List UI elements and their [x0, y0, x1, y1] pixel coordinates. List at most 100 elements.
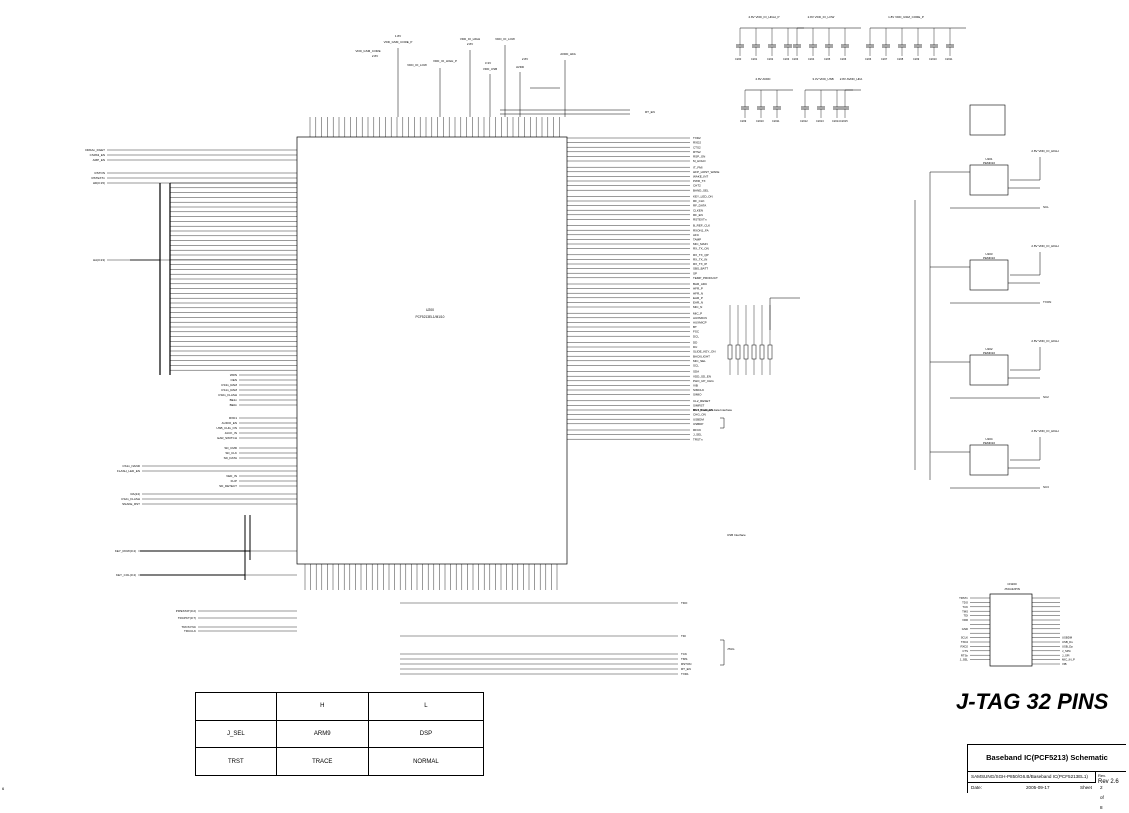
net-label: RT_EN [645, 110, 655, 114]
component-outline [969, 164, 1009, 196]
power-rail-label: 2.8V [372, 54, 378, 58]
right-net-label: B_REF_CLK [693, 224, 710, 228]
right-net-label: RSTEXTn [693, 218, 707, 222]
right-net-label: HFR_N [693, 291, 703, 295]
chip-part: PCF5213EL1/M1/10 [416, 315, 445, 319]
component-outline [969, 259, 1009, 291]
power-rail-label: 3.3V [485, 61, 491, 65]
right-net-label: VDD_SD_EN [693, 374, 711, 378]
component-outline [296, 136, 568, 565]
connector-pin-label: TXD2 [961, 640, 969, 644]
component-outline [767, 344, 773, 360]
transistor-ref: U204 [985, 437, 993, 441]
cap-ref: C206 [865, 57, 872, 61]
transistor-net: TXON [1043, 300, 1051, 304]
right-net-label: BAR_ADC [693, 282, 708, 286]
transistor-rail: 2.8V VDD_IO_HIGH [1031, 429, 1058, 433]
right-net-label: MIC_MAIN [693, 242, 708, 246]
cap-ref: C200 [735, 57, 742, 61]
left-net-label: AMP_EN [93, 158, 105, 162]
component-outline [727, 344, 733, 360]
right-net-label: SIMCLK [693, 388, 704, 392]
jtag-net-label: TDI [681, 634, 686, 638]
right-net-label: RST_CAM_EN [693, 408, 713, 412]
sheet-label: Sheet [1080, 785, 1093, 790]
right-net-label: SLIDE_KEY_ON [693, 350, 716, 354]
connector-pin-label: GND [962, 627, 968, 631]
left-net-label: RXD1 [229, 416, 237, 420]
left-net-label: TRCSYNC [181, 625, 196, 629]
connector-pin-label: TMS [962, 609, 968, 613]
connector-pin-label: TCK [962, 605, 968, 609]
right-net-label: RX_TX_IP [693, 262, 707, 266]
cap-ref: C2012 [800, 119, 808, 123]
right-net-label: FSC [693, 330, 700, 334]
title-block: Baseband IC(PCF5213) Schematic SAMSUNG/S… [967, 744, 1129, 810]
right-net-label: DD [693, 341, 698, 345]
power-rail-label: VDD_USB [483, 67, 497, 71]
decoupling-rail: 3.3V VDD_USB [812, 77, 833, 81]
component-outline [969, 104, 1006, 136]
right-net-label: RX_TX_IN [693, 258, 707, 262]
left-net-label: OEN [230, 378, 237, 382]
component-outline [735, 344, 741, 360]
right-net-label: TEMP_PRODUCT [693, 276, 718, 280]
connector-pin-label: MIC_IN_P [1062, 658, 1075, 662]
date-value: 2005-09-17 [1026, 785, 1050, 790]
cap-ref: C2011 [772, 119, 780, 123]
sheet-value: 2 of 8 [1100, 785, 1104, 810]
decoupling-rail: 2.8V VDD_IO_LOW [808, 15, 835, 19]
left-net-label: USB_CHG_ON [216, 426, 237, 430]
right-net-label: SCL [693, 364, 699, 368]
left-net-label: BE0n [230, 403, 238, 407]
revision-label: Rev. [1098, 773, 1106, 778]
cap-ref: C209 [740, 119, 747, 123]
revision-value: Rev 2.6 [1098, 779, 1119, 785]
connector-pin-label: VRR [962, 618, 968, 622]
component-outline [969, 444, 1009, 476]
left-net-label: HD(0:15) [93, 181, 105, 185]
jtag-selection-table: H L J_SEL ARM9 DSP TRST TRACE NORMAL [195, 692, 485, 776]
power-rail-label: VDD_IO_HIGH [460, 37, 480, 41]
left-net-label: RA(24) [130, 492, 140, 496]
transistor-rail: 2.8V VDD_IO_HIGH [1031, 244, 1058, 248]
revision: Rev. Rev 2.6 [1095, 772, 1129, 792]
right-net-label: J_SEL [693, 433, 702, 437]
table-cell [195, 692, 277, 721]
jtag-heading: J-TAG 32 PINS [956, 689, 1109, 714]
cap-ref: C203 [792, 57, 799, 61]
left-net-label: BE1n [230, 398, 238, 402]
left-net-label: FLIP [231, 479, 237, 483]
right-net-label: CTS2 [693, 145, 701, 149]
jtag-net-label: TDO [681, 601, 688, 605]
right-net-label: RTS2 [693, 150, 701, 154]
left-net-label: SNAKE_RST [122, 502, 140, 506]
left-net-label: VED_IN [226, 474, 237, 478]
connector-pin-label: J_SPI [1062, 653, 1070, 657]
decoupling-rail: 2.8V AVDD_HFA [840, 77, 862, 81]
left-net-label: CS0n_FLASH [218, 393, 237, 397]
table-cell: ARM9 [275, 719, 369, 749]
cap-ref: C2014 [832, 119, 840, 123]
left-net-label: FLASH_LED_EN [117, 469, 140, 473]
schematic-canvas: 6U200PCF5213EL1/M1/101.8VVDD_GSM_CORE_PV… [2, 15, 1075, 791]
connector-pin-label: TRSTn [959, 596, 968, 600]
right-net-label: TXD2 [693, 136, 701, 140]
left-net-label: SD_DATA [224, 456, 237, 460]
power-rail-label: 1.8V [395, 34, 401, 38]
left-net-label: JACK_IN [225, 431, 237, 435]
right-net-label: IT_FMI [693, 165, 703, 169]
cap-ref: C201 [751, 57, 758, 61]
connector-part: JTAG32PIN [1004, 587, 1020, 591]
note-bluetooth: Bit & Bluetooth data Interface [693, 408, 732, 412]
right-net-label: VIB [693, 384, 698, 388]
right-net-label: RXON1_FA [693, 228, 709, 232]
right-net-label: CLKEN [693, 208, 703, 212]
note-jtag: JTAG [727, 647, 735, 651]
right-net-label: EAR_P [693, 296, 703, 300]
transistor-ref: U202 [985, 347, 993, 351]
jtag-net-label: RT_EN [681, 667, 691, 671]
left-net-label: PIPESTAT(0:2) [176, 609, 196, 613]
connector-pin-label: TDI [963, 614, 968, 618]
decoupling-rail: 2.8V AVDD [756, 77, 772, 81]
